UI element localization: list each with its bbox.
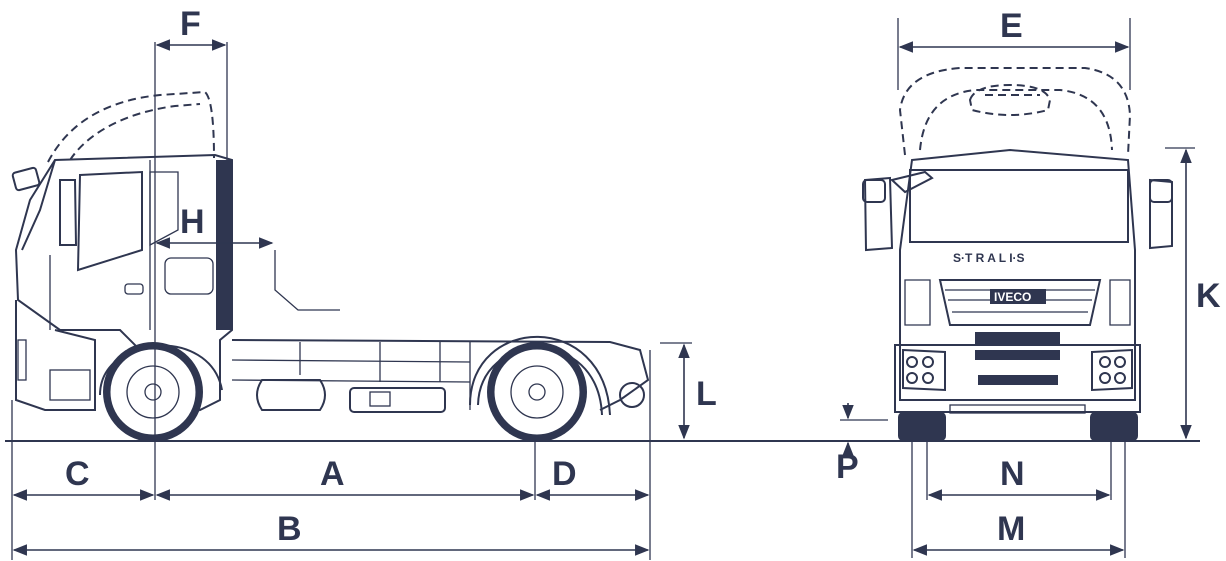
label-K: K (1196, 277, 1221, 315)
maker-logo: IVECO (994, 290, 1031, 304)
label-L: L (696, 375, 717, 413)
label-H: H (180, 203, 205, 241)
rear-fender (469, 335, 611, 416)
label-N: N (1000, 455, 1025, 493)
fuel-tank (256, 379, 326, 411)
label-C: C (65, 455, 90, 493)
front-view-truck: S·T R A L I·S IVECO (862, 67, 1173, 441)
front-bumper-front (894, 344, 1141, 413)
model-name: S·T R A L I·S (953, 251, 1025, 265)
right-headlight (1091, 348, 1133, 392)
label-D: D (552, 455, 577, 493)
front-high-roof-outline (898, 67, 1132, 156)
label-E: E (1000, 7, 1023, 45)
label-P: P (836, 448, 859, 486)
front-right-tyre (1090, 412, 1138, 441)
side-view-truck (11, 90, 650, 442)
battery-box (349, 387, 446, 413)
left-headlight (902, 348, 946, 392)
door-window (76, 170, 143, 272)
chassis-frame (231, 339, 650, 411)
front-bumper (15, 300, 96, 411)
front-cab-body (899, 148, 1136, 401)
high-roof-outline (47, 90, 215, 163)
label-M: M (997, 510, 1025, 548)
grille (938, 279, 1102, 326)
cab-rear-panel (216, 160, 232, 330)
side-dimensions: F H L C A D B (11, 5, 717, 560)
front-dimensions: E K P N M (836, 7, 1221, 558)
label-A: A (320, 455, 345, 493)
label-B: B (277, 510, 302, 548)
label-F: F (180, 5, 201, 43)
front-left-tyre (898, 412, 946, 441)
windshield (909, 169, 1129, 243)
